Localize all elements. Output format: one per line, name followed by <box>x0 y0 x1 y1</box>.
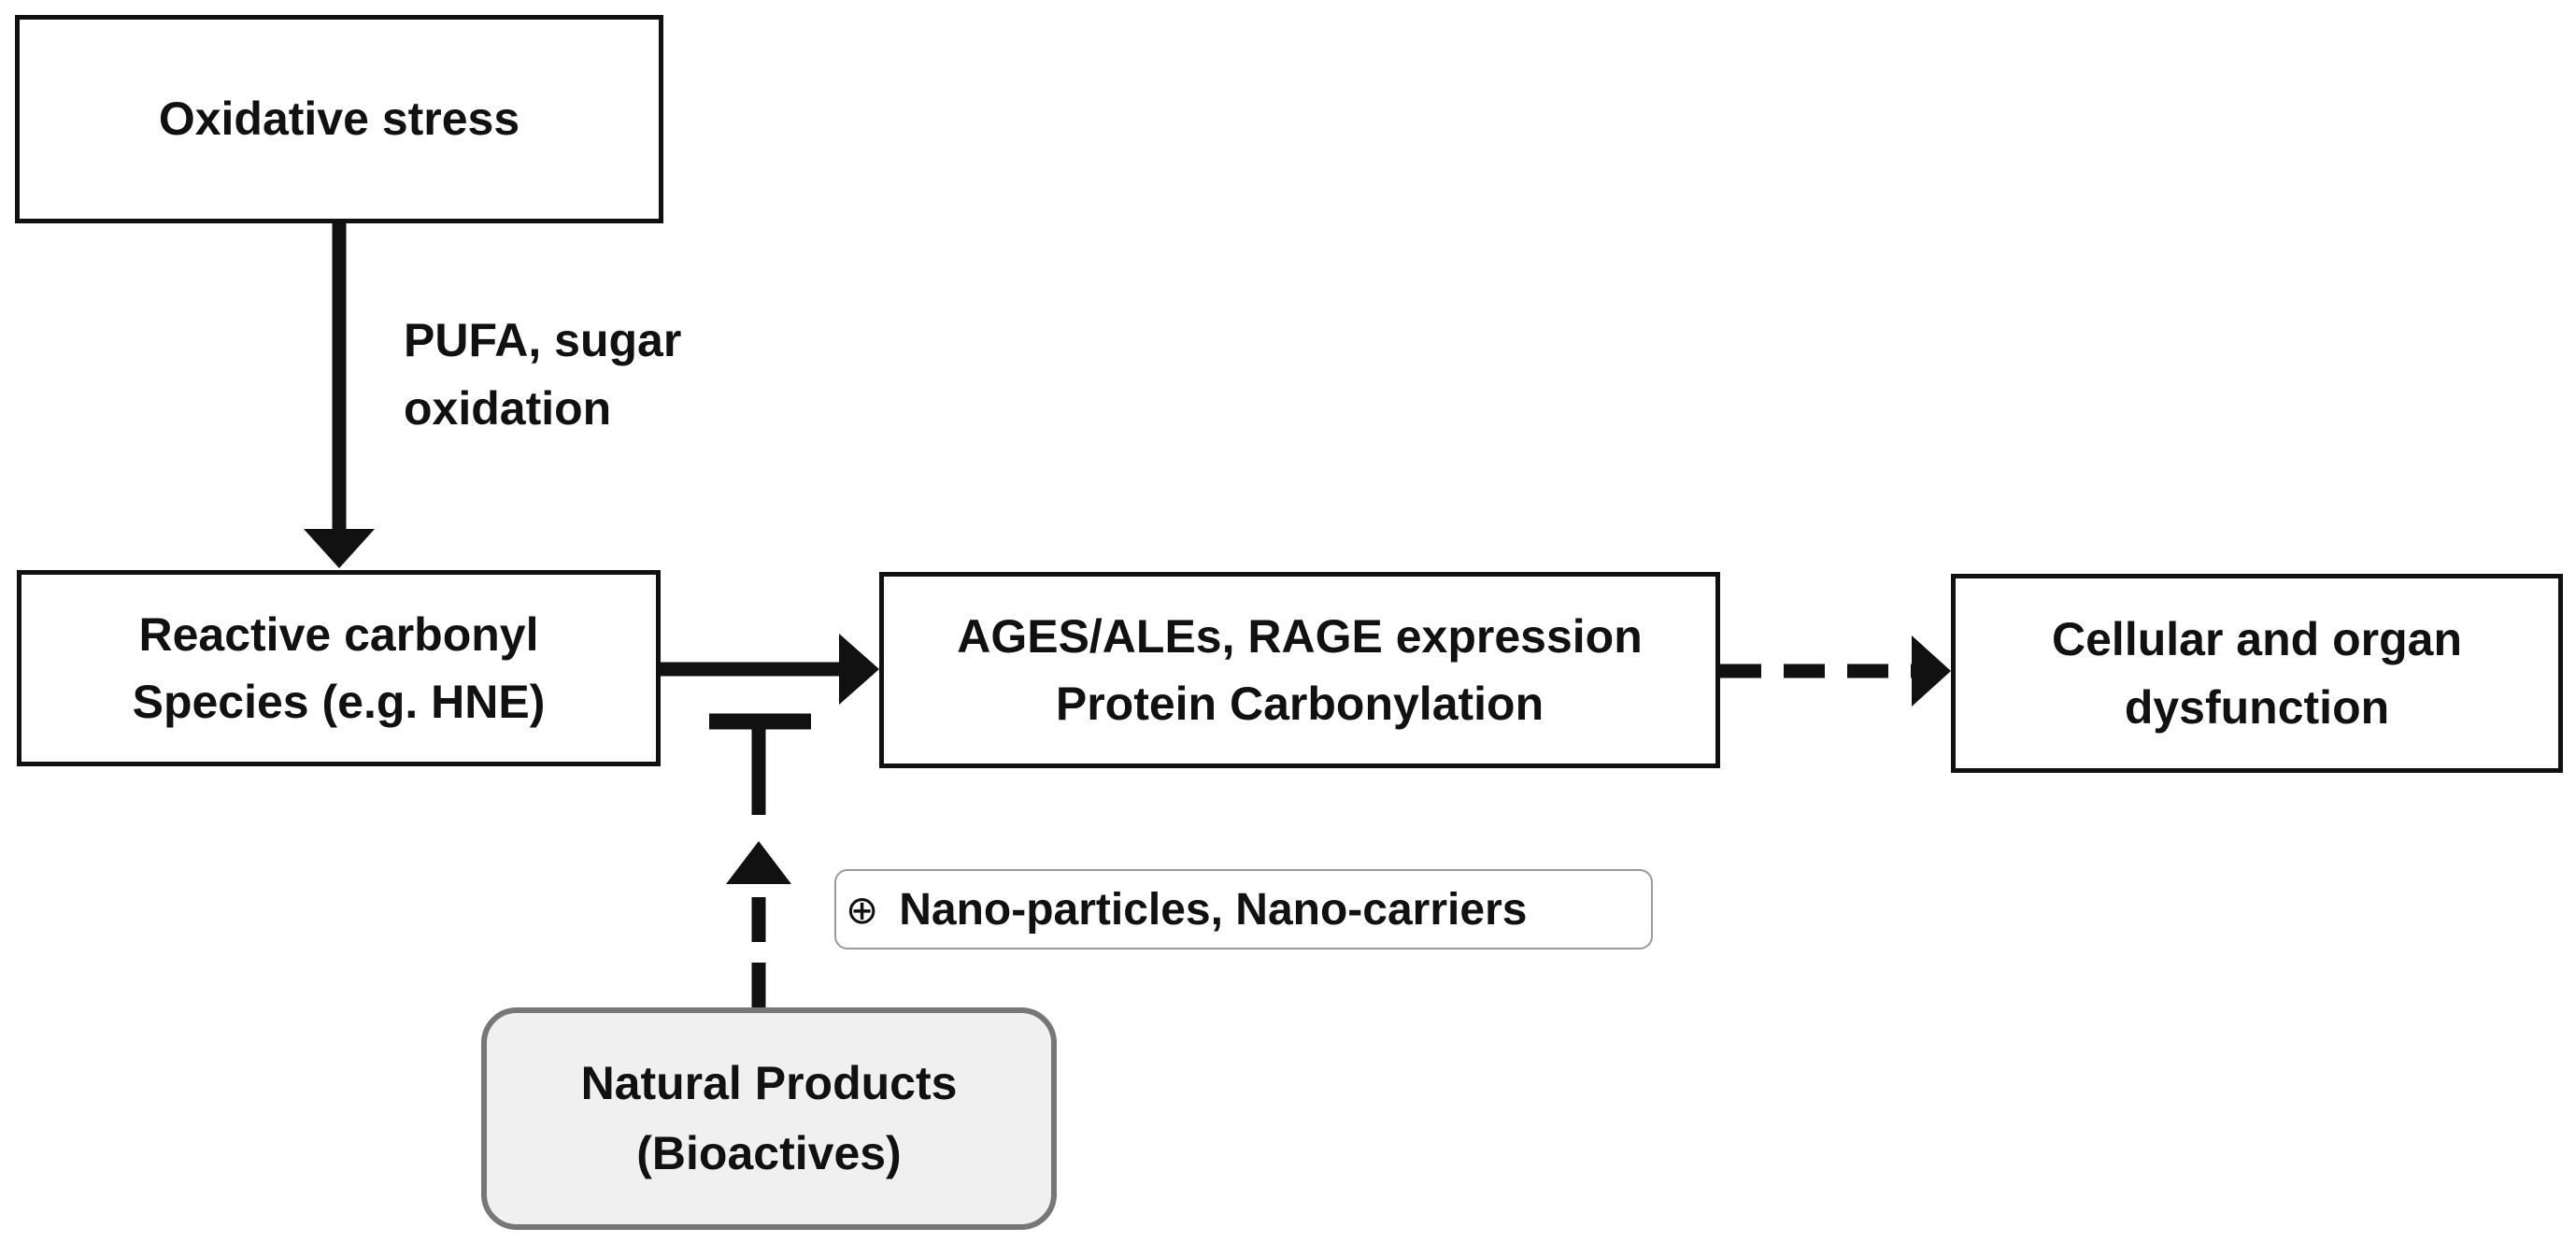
node-ages-line-1: AGES/ALEs, RAGE expression <box>957 609 1643 663</box>
arrowhead-oxidative-to-rcs <box>304 529 375 568</box>
circled-plus-icon: ⊕ <box>846 886 879 933</box>
node-oxidative-stress-label: Oxidative stress <box>158 93 520 146</box>
edge-label-pufa-line-2: oxidation <box>404 381 612 435</box>
node-natural-line-1: Natural Products <box>580 1057 958 1109</box>
node-cellular-line-2: dysfunction <box>2124 680 2390 734</box>
node-ages-ales-rage: AGES/ALEs, RAGE expression Protein Carbo… <box>879 572 1720 768</box>
node-cellular-organ-dysfunction: Cellular and organ dysfunction <box>1951 574 2563 773</box>
node-natural-line-2: (Bioactives) <box>636 1127 902 1179</box>
node-rcs-line-1: Reactive carbonyl <box>138 607 539 661</box>
edge-label-nano-carriers: ⊕ Nano-particles, Nano-carriers <box>834 869 1653 949</box>
arrowhead-ages-to-cellular <box>1912 635 1951 707</box>
node-rcs-line-2: Species (e.g. HNE) <box>132 676 546 728</box>
node-reactive-carbonyl-species: Reactive carbonyl Species (e.g. HNE) <box>17 570 661 766</box>
node-oxidative-stress: Oxidative stress <box>15 15 663 223</box>
node-natural-products: Natural Products (Bioactives) <box>481 1007 1057 1230</box>
arrowhead-natural-up <box>726 841 791 884</box>
arrowhead-rcs-to-ages <box>839 634 879 705</box>
edge-label-nano-text: Nano-particles, Nano-carriers <box>899 884 1528 935</box>
node-cellular-line-1: Cellular and organ <box>2052 613 2462 665</box>
edge-label-pufa-line-1: PUFA, sugar <box>404 314 682 366</box>
edge-label-pufa-sugar-oxidation: PUFA, sugar oxidation <box>404 307 681 442</box>
node-ages-line-2: Protein Carbonylation <box>1055 678 1544 730</box>
